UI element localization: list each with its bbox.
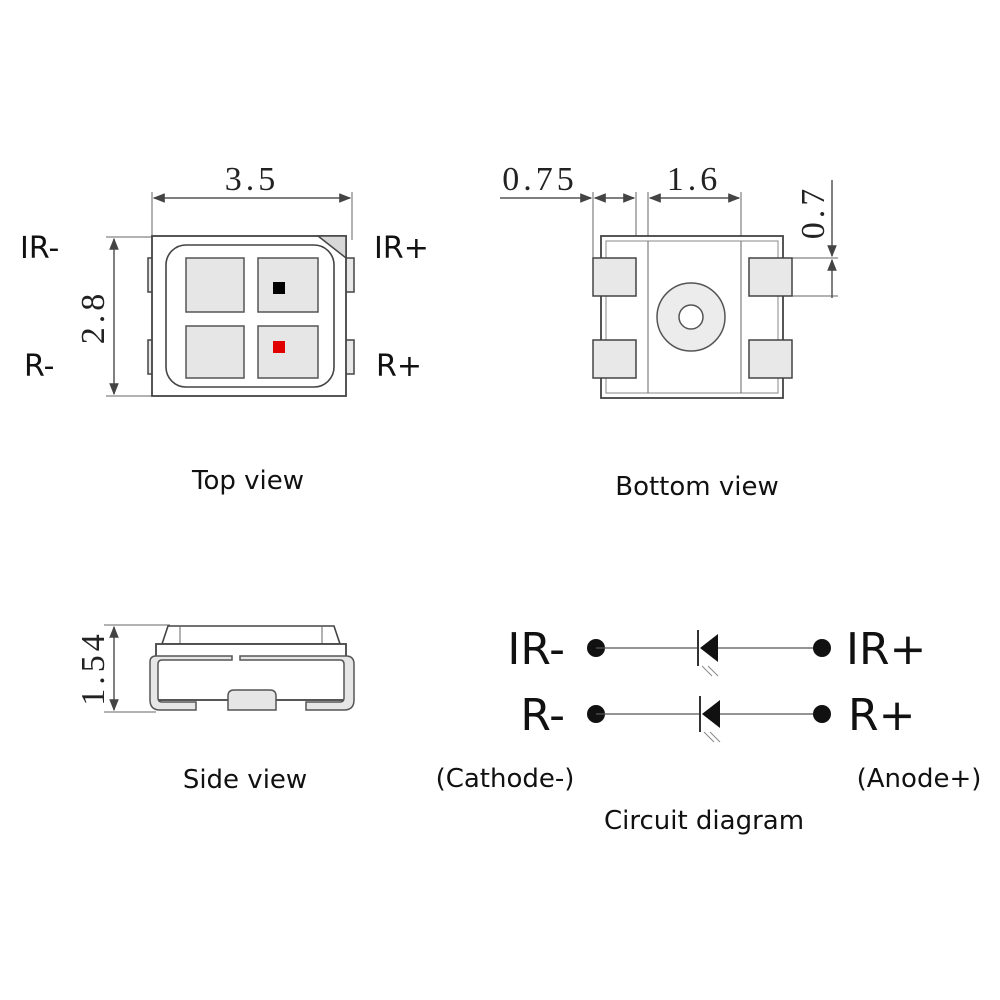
circuit-row-ir: IR- IR+: [507, 624, 926, 677]
terminal-ir-plus: [813, 639, 831, 657]
top-height-label: 2.8: [75, 290, 112, 345]
side-lead-left: [149, 655, 233, 711]
bottom-center-hole: [678, 304, 704, 330]
bottom-view-caption: Bottom view: [615, 472, 779, 502]
side-bottom-pad: [227, 689, 277, 711]
circuit-label-r-plus: R+: [848, 690, 915, 741]
top-pad-r-cathode: [185, 325, 245, 379]
cathode-note: (Cathode-): [436, 764, 575, 794]
top-pin-label-r-plus: R+: [376, 349, 422, 384]
bottom-inner-outline: [605, 240, 779, 394]
bottom-width-dimensions: 0.75 1.6: [500, 161, 742, 258]
side-lead-right: [239, 655, 355, 711]
bottom-view: 0.75 1.6 0.7 Bottom view: [500, 161, 838, 502]
bottom-pad-width-label: 0.75: [502, 161, 578, 198]
top-height-dimension: 2.8: [75, 236, 152, 397]
top-width-dimension: 3.5: [151, 161, 353, 240]
side-height-dimension: 1.54: [75, 624, 170, 713]
top-corner-notch: [315, 235, 347, 260]
circuit-label-ir-minus: IR-: [507, 624, 565, 675]
top-pad-r-anode: [257, 325, 319, 379]
top-pin-label-r-minus: R-: [24, 349, 54, 384]
red-chip: [273, 341, 285, 353]
top-pin-label-ir-minus: IR-: [20, 231, 59, 266]
circuit-label-ir-plus: IR+: [846, 624, 926, 675]
circuit-diagram-caption: Circuit diagram: [604, 806, 804, 836]
circuit-row-r: R- R+: [520, 690, 915, 743]
circuit-label-r-minus: R-: [520, 690, 565, 741]
bottom-pad-upper-right: [748, 257, 793, 297]
side-height-label: 1.54: [75, 630, 112, 706]
top-pad-ir-cathode: [185, 257, 245, 313]
red-diode-symbol: [699, 696, 721, 743]
bottom-pad-lower-left: [592, 339, 637, 379]
top-view: 3.5 2.8 IR- IR+ R- R+ Top view: [20, 161, 429, 496]
bottom-pad-lower-right: [748, 339, 793, 379]
bottom-pad-height-label: 0.7: [795, 185, 832, 240]
bottom-pad-upper-left: [592, 257, 637, 297]
top-pad-ir-anode: [257, 257, 319, 313]
ir-diode-symbol: [697, 630, 719, 677]
top-view-caption: Top view: [191, 466, 304, 496]
terminal-r-plus: [813, 705, 831, 723]
top-pin-label-ir-plus: IR+: [374, 231, 429, 266]
side-lens-top: [160, 625, 342, 645]
circuit-diagram: IR- IR+ R-: [436, 624, 982, 836]
bottom-gap-label: 1.6: [667, 161, 722, 198]
side-view: 1.54 Side view: [75, 624, 355, 795]
side-view-caption: Side view: [183, 765, 307, 795]
ir-chip: [273, 282, 285, 294]
bottom-pad-height-dimension: 0.7: [792, 180, 838, 298]
anode-note: (Anode+): [857, 764, 982, 794]
top-width-label: 3.5: [225, 161, 280, 198]
